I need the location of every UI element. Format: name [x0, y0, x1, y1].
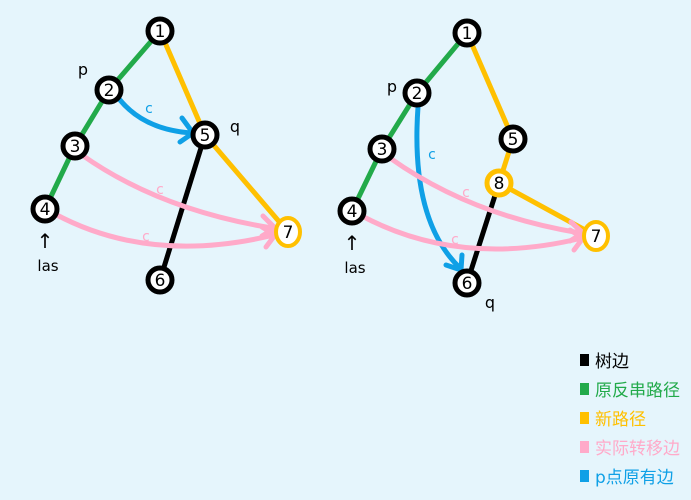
node-3-label: 3 — [70, 137, 81, 157]
legend-swatch — [580, 411, 589, 424]
edge-3-7-c — [387, 155, 583, 236]
node-1-label: 1 — [462, 24, 473, 44]
node-7 — [582, 220, 610, 252]
label-c: c — [142, 229, 150, 245]
legend-swatch — [580, 382, 589, 395]
node-2-label: 2 — [104, 81, 115, 101]
node-4-label: 4 — [347, 202, 358, 222]
node-4 — [337, 196, 367, 226]
node-6 — [452, 268, 482, 298]
arrow-up-icon: ↑ — [37, 229, 54, 253]
legend-label: 新路径 — [595, 410, 646, 430]
node-6 — [145, 265, 175, 295]
node-2 — [94, 75, 124, 105]
legend-label: 原反串路径 — [595, 381, 680, 401]
edge-4-7-c — [52, 211, 277, 249]
node-6-label: 6 — [155, 271, 166, 291]
node-1-label: 1 — [155, 22, 166, 42]
legend-item-p-original: p点原有边 — [580, 461, 680, 490]
node-6-label: 6 — [462, 274, 473, 294]
node-8 — [484, 168, 514, 198]
node-5 — [190, 120, 220, 150]
node-5-label: 5 — [508, 130, 519, 150]
label-c: c — [156, 182, 164, 198]
node-4 — [30, 194, 60, 224]
legend-swatch — [580, 469, 589, 482]
edge-2-5-c — [117, 97, 195, 136]
node-2 — [402, 78, 432, 108]
label-p: p — [78, 60, 88, 79]
node-3 — [367, 134, 397, 164]
node-3 — [60, 131, 90, 161]
node-8-label: 8 — [494, 174, 505, 194]
edge-5-7 — [202, 132, 291, 235]
legend-item-tree-edge: 树边 — [580, 345, 680, 374]
label-c: c — [462, 185, 470, 201]
edge-8-6 — [464, 180, 502, 286]
legend-swatch — [580, 440, 589, 453]
edge-2-6-c — [414, 104, 463, 271]
label-q: q — [485, 293, 495, 312]
label-q: q — [230, 117, 240, 136]
arrow-up-icon: ↑ — [344, 231, 361, 255]
label-c: c — [428, 147, 436, 163]
legend-item-original-chain: 原反串路径 — [580, 374, 680, 403]
node-5 — [498, 124, 528, 154]
label-las: las — [344, 259, 365, 277]
label-c: c — [145, 101, 153, 117]
node-5-label: 5 — [200, 126, 211, 146]
legend-item-actual-move: 实际转移边 — [580, 432, 680, 461]
edge-1-5 — [157, 28, 208, 138]
label-p: p — [387, 77, 397, 96]
node-1 — [145, 16, 175, 46]
node-3-label: 3 — [377, 140, 388, 160]
node-7-label: 7 — [283, 223, 294, 243]
label-las: las — [37, 257, 58, 275]
legend-label: 实际转移边 — [595, 439, 680, 459]
legend-label: p点原有边 — [595, 468, 674, 488]
edge-4-7-c — [359, 213, 585, 252]
node-7 — [274, 216, 302, 248]
node-1 — [452, 18, 482, 48]
node-4-label: 4 — [40, 200, 51, 220]
legend: 树边 原反串路径 新路径 实际转移边 p点原有边 — [580, 345, 680, 490]
edge-3-7-c — [79, 152, 275, 231]
legend-swatch — [580, 353, 589, 366]
label-c: c — [451, 232, 459, 248]
node-7-label: 7 — [591, 227, 602, 247]
node-2-label: 2 — [412, 84, 423, 104]
legend-label: 树边 — [595, 352, 629, 372]
edge-1-5 — [464, 30, 516, 142]
legend-item-new-path: 新路径 — [580, 403, 680, 432]
